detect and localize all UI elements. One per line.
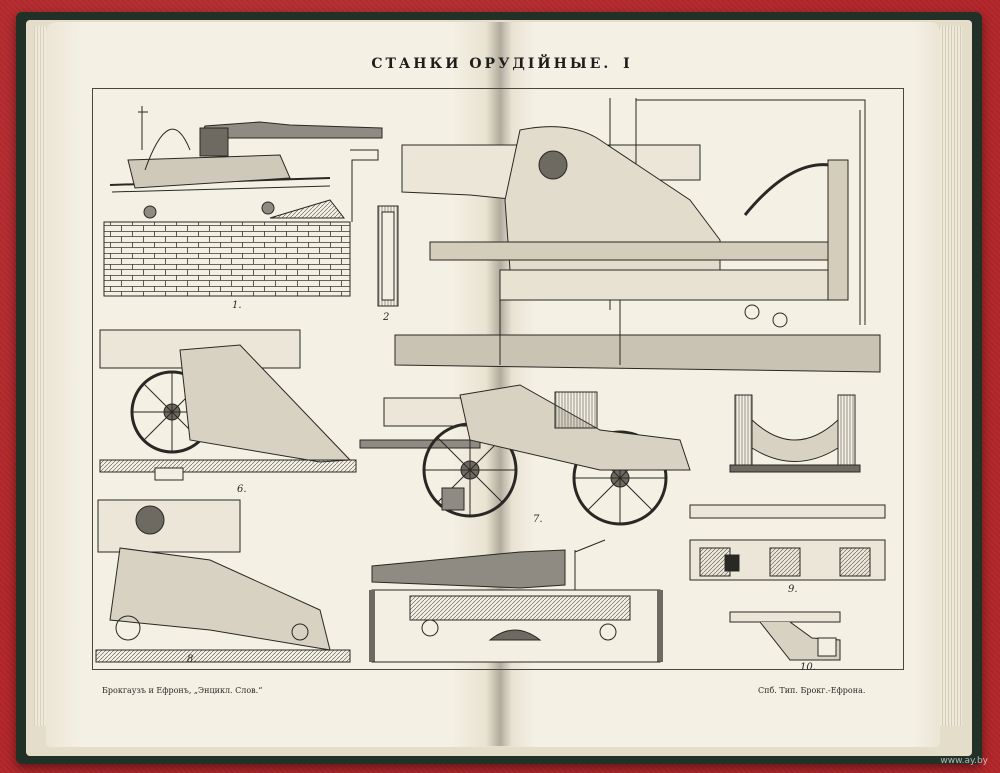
plate-title-text: СТАНКИ ОРУДІЙНЫЕ.: [371, 56, 612, 72]
figure-6-drawing: [99, 329, 357, 481]
figure-9-drawing: [689, 504, 886, 581]
figure-number-8: 8.: [187, 654, 197, 665]
figure-4-drawing: [729, 394, 861, 473]
plate-frame: [92, 88, 904, 670]
figure-number-2: 2: [383, 312, 390, 323]
footer-publisher: Брокгаузъ и Ефронъ, „Энцикл. Слов.“: [102, 686, 263, 695]
figure-2-drawing: [377, 205, 399, 307]
figure-number-10: 10.: [800, 662, 816, 673]
watermark: www.ay.by: [940, 756, 988, 766]
plate-number: I: [623, 56, 633, 72]
figure-number-1: 1.: [232, 300, 242, 311]
left-page-edges: [34, 26, 48, 726]
figure-number-7: 7.: [533, 514, 543, 525]
plate-title: СТАНКИ ОРУДІЙНЫЕ. I: [0, 56, 1000, 72]
footer-printer: Спб. Тип. Брокг.-Ефрона.: [758, 686, 866, 695]
figure-number-9: 9.: [788, 584, 798, 595]
figure-5-drawing: [369, 539, 663, 663]
figure-3-drawing: [394, 98, 881, 373]
right-page-edges: [936, 26, 962, 726]
figure-10-drawing: [729, 611, 841, 661]
figure-1-drawing: [103, 106, 383, 297]
figure-7-drawing: [359, 384, 691, 526]
figure-8-drawing: [95, 499, 351, 663]
figure-number-6: 6.: [237, 484, 247, 495]
